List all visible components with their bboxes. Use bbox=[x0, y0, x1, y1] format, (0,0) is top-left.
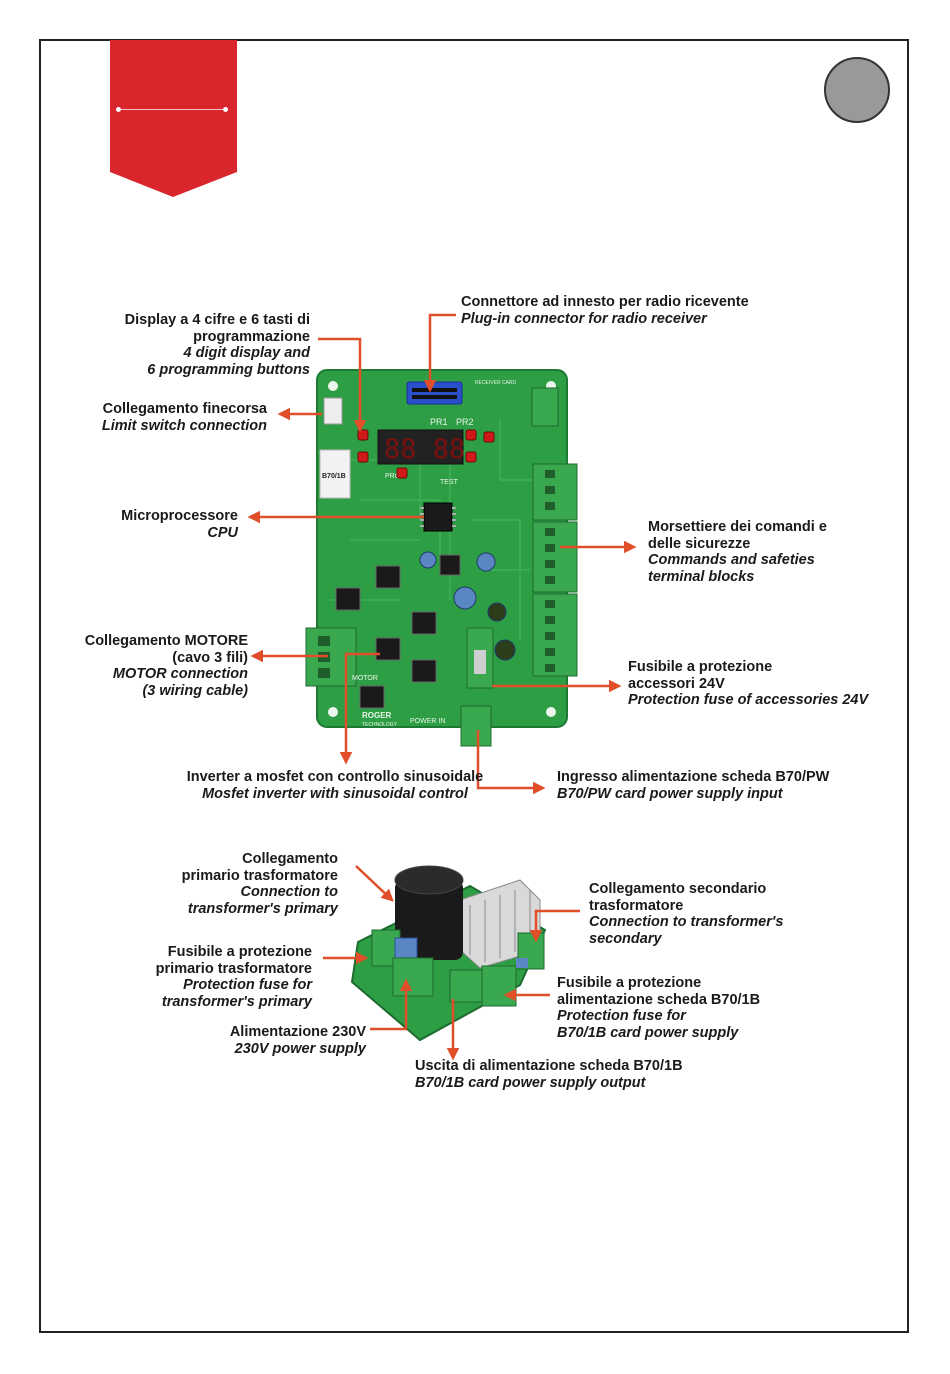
label-primary: Collegamento primario trasformatore Conn… bbox=[181, 851, 338, 917]
fuse-holder bbox=[466, 627, 494, 689]
silk-pr2: PR2 bbox=[456, 417, 474, 427]
ribbon-dot-right bbox=[223, 107, 228, 112]
label-radio: Connettore ad innesto per radio ricevent… bbox=[461, 294, 749, 327]
arrow-inverter bbox=[339, 652, 380, 765]
arrow-power-input bbox=[476, 730, 546, 795]
silk-model: B70/1B bbox=[322, 473, 346, 480]
label-fuse-b70: Fusibile a protezione alimentazione sche… bbox=[557, 975, 761, 1041]
silk-brand: ROGER bbox=[362, 711, 392, 720]
ribbon-bookmark bbox=[110, 40, 237, 197]
label-fuse-primary: Fusibile a protezione primario trasforma… bbox=[155, 944, 312, 1010]
silk-test: TEST bbox=[440, 479, 459, 486]
mosfet-3 bbox=[411, 611, 437, 635]
mosfet-7 bbox=[439, 554, 461, 576]
silk-motor: MOTOR bbox=[352, 675, 378, 682]
silk-receiver: RECEIVER CARD bbox=[475, 380, 517, 386]
cpu-chip bbox=[423, 502, 453, 532]
label-display: Display a 4 cifre e 6 tasti di programma… bbox=[124, 312, 310, 378]
capacitor-2 bbox=[476, 552, 496, 572]
label-secondary: Collegamento secondario trasformatore Co… bbox=[589, 881, 784, 947]
prog-button-3 bbox=[396, 467, 408, 479]
label-limit-switch: Collegamento finecorsa Limit switch conn… bbox=[101, 401, 267, 434]
silk-pr1: PR1 bbox=[430, 417, 448, 427]
mosfet-1 bbox=[335, 587, 361, 611]
arrow-display bbox=[318, 337, 367, 433]
label-terminal-blocks: Morsettiere dei comandi e delle sicurezz… bbox=[648, 519, 827, 585]
prog-button-2 bbox=[357, 451, 369, 463]
page-number-circle bbox=[824, 57, 890, 123]
ribbon-dot-left bbox=[116, 107, 121, 112]
small-blue-component bbox=[516, 958, 528, 968]
arrow-supply-230 bbox=[370, 978, 413, 1031]
label-motor: Collegamento MOTORE (cavo 3 fili) MOTOR … bbox=[84, 633, 248, 699]
page-frame bbox=[39, 39, 909, 1333]
label-inverter: Inverter a mosfet con controllo sinusoid… bbox=[186, 769, 484, 802]
display-digits: 88 88 bbox=[384, 434, 465, 465]
silk-brand-sub: TECHNOLOGY bbox=[362, 722, 398, 728]
capacitor-4 bbox=[487, 602, 507, 622]
prog-button-6 bbox=[483, 431, 495, 443]
silk-prog: PROG bbox=[385, 473, 406, 480]
silk-power-in: POWER IN bbox=[410, 718, 445, 725]
capacitor-3 bbox=[419, 551, 437, 569]
ribbon-line bbox=[118, 109, 226, 110]
fuse-primary-holder bbox=[394, 937, 418, 959]
label-fuse-accessories: Fusibile a protezione accessori 24V Prot… bbox=[628, 659, 869, 708]
capacitor-5 bbox=[494, 639, 516, 661]
mosfet-6 bbox=[359, 685, 385, 709]
arrow-secondary bbox=[529, 909, 580, 943]
mosfet-2 bbox=[375, 565, 401, 589]
supply-230-terminal bbox=[392, 957, 434, 997]
capacitor-1 bbox=[453, 586, 477, 610]
limit-switch-connector bbox=[323, 397, 343, 425]
mosfet-5 bbox=[411, 659, 437, 683]
label-output: Uscita di alimentazione scheda B70/1B B7… bbox=[415, 1058, 683, 1091]
arrow-radio bbox=[423, 313, 456, 393]
seven-seg-display bbox=[377, 429, 464, 465]
output-terminal bbox=[449, 969, 485, 1003]
fuse-b70-terminal bbox=[481, 965, 517, 1007]
arrow-primary bbox=[355, 865, 394, 902]
power-in-connector bbox=[460, 705, 492, 747]
model-sticker bbox=[319, 449, 351, 499]
prog-button-4 bbox=[465, 429, 477, 441]
label-cpu: Microprocessore CPU bbox=[121, 508, 238, 541]
mosfet-4 bbox=[375, 637, 401, 661]
label-supply-230: Alimentazione 230V 230V power supply bbox=[229, 1024, 366, 1057]
prog-button-5 bbox=[465, 451, 477, 463]
terminal-block-top bbox=[531, 387, 559, 427]
label-power-input: Ingresso alimentazione scheda B70/PW B70… bbox=[557, 769, 830, 802]
